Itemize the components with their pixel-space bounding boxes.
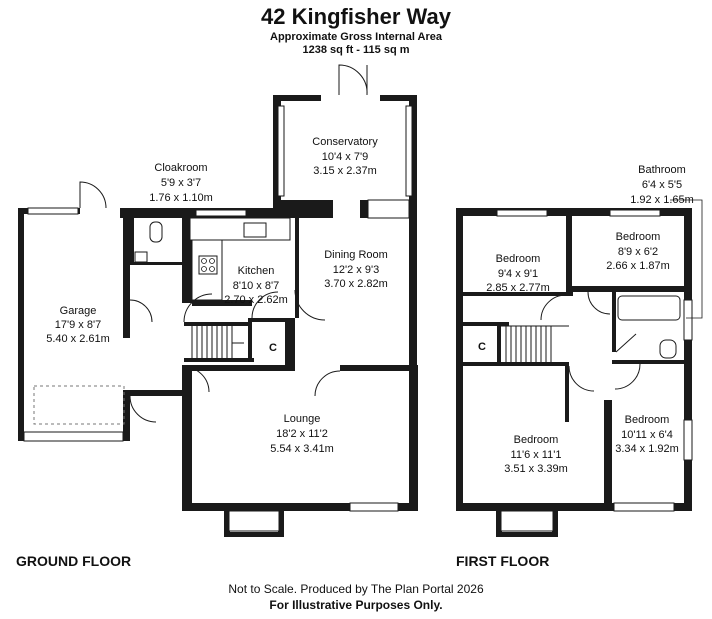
conservatory-metric: 3.15 x 2.37m bbox=[313, 165, 377, 177]
garage-walls bbox=[18, 207, 130, 442]
conservatory-name: Conservatory bbox=[312, 136, 378, 148]
bedroom-1-metric: 2.85 x 2.77m bbox=[486, 282, 550, 294]
bathroom-imperial: 6'4 x 5'5 bbox=[642, 179, 682, 191]
footer-credit: Not to Scale. Produced by The Plan Porta… bbox=[228, 582, 484, 596]
bedroom-3-metric: 3.51 x 3.39m bbox=[504, 463, 568, 475]
first-door-swings bbox=[540, 291, 641, 392]
dining-room-name: Dining Room bbox=[324, 249, 388, 261]
bedroom-3-imperial: 11'6 x 11'1 bbox=[511, 449, 562, 461]
garage-name: Garage bbox=[60, 305, 97, 317]
area-caption: Approximate Gross Internal Area bbox=[270, 31, 442, 43]
lounge-name: Lounge bbox=[284, 413, 321, 425]
kitchen-imperial: 8'10 x 8'7 bbox=[233, 280, 279, 292]
dining-room-metric: 3.70 x 2.82m bbox=[324, 278, 388, 290]
lounge-metric: 5.54 x 3.41m bbox=[270, 443, 334, 455]
kitchen-name: Kitchen bbox=[238, 265, 275, 277]
bedroom-2-name: Bedroom bbox=[616, 231, 661, 243]
bedroom-4-metric: 3.34 x 1.92m bbox=[615, 443, 679, 455]
footer-disclaimer: For Illustrative Purposes Only. bbox=[269, 598, 443, 612]
ground-door-swings bbox=[129, 64, 368, 397]
area-size: 1238 sq ft - 115 sq m bbox=[302, 44, 410, 56]
main-house-walls-ground bbox=[123, 95, 418, 537]
ground-floor-plan bbox=[18, 64, 418, 537]
cloakroom-name: Cloakroom bbox=[154, 162, 207, 174]
bedroom-1-name: Bedroom bbox=[496, 253, 541, 265]
bedroom-1-imperial: 9'4 x 9'1 bbox=[498, 268, 538, 280]
cupboard-first-label: C bbox=[478, 341, 486, 353]
conservatory-imperial: 10'4 x 7'9 bbox=[322, 151, 368, 163]
bathroom-metric: 1.92 x 1.65m bbox=[630, 194, 694, 206]
bathroom-callout-line bbox=[670, 199, 703, 319]
bedroom-4-name: Bedroom bbox=[625, 414, 670, 426]
bathroom-name: Bathroom bbox=[638, 164, 686, 176]
cloakroom-imperial: 5'9 x 3'7 bbox=[161, 177, 201, 189]
dining-room-imperial: 12'2 x 9'3 bbox=[333, 264, 379, 276]
stairs-ground bbox=[191, 326, 244, 360]
cupboard-ground-label: C bbox=[269, 342, 277, 354]
first-floor-label: FIRST FLOOR bbox=[456, 553, 550, 569]
bedroom-4-imperial: 10'11 x 6'4 bbox=[621, 429, 673, 441]
kitchen-metric: 2.70 x 2.62m bbox=[224, 294, 288, 306]
first-floor-plan bbox=[456, 199, 703, 537]
bedroom-2-imperial: 8'9 x 6'2 bbox=[618, 246, 658, 258]
ground-floor-label: GROUND FLOOR bbox=[16, 553, 132, 569]
stairs-first bbox=[501, 325, 569, 362]
garage-metric: 5.40 x 2.61m bbox=[46, 333, 110, 345]
plan-title: 42 Kingfisher Way bbox=[261, 4, 451, 29]
garage-door-swing bbox=[79, 181, 107, 209]
garage-imperial: 17'9 x 8'7 bbox=[55, 319, 101, 331]
cloakroom-metric: 1.76 x 1.10m bbox=[149, 192, 213, 204]
lounge-imperial: 18'2 x 11'2 bbox=[276, 428, 328, 440]
bedroom-3-name: Bedroom bbox=[514, 434, 559, 446]
bedroom-2-metric: 2.66 x 1.87m bbox=[606, 260, 670, 272]
